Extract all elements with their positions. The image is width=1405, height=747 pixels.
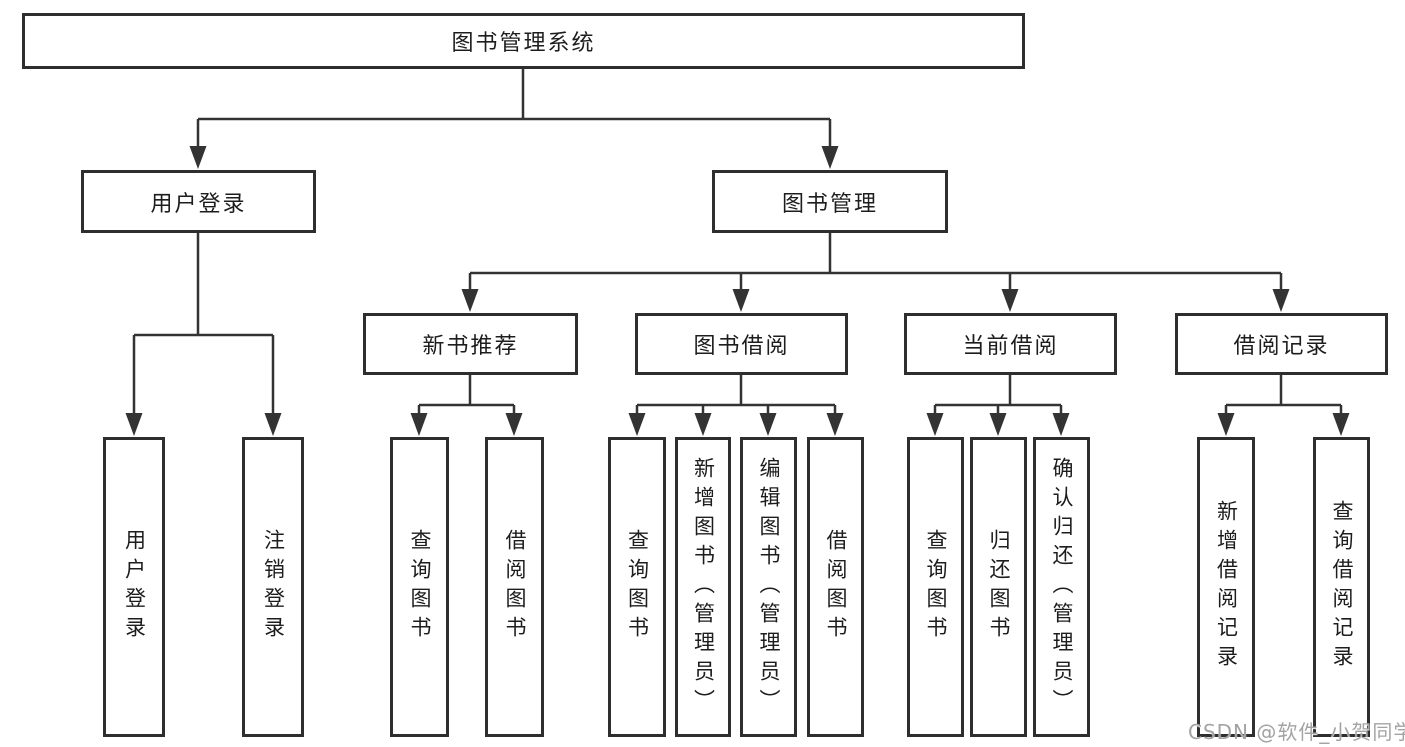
tree-edges (132, 68, 1343, 414)
node-borrow-record: 借阅记录 (1175, 313, 1388, 375)
node-library-management-system: 图书管理系统 (22, 13, 1025, 69)
node-new-book-recommend: 新书推荐 (363, 313, 578, 375)
leaf-add-borrow-record: 新增借阅记录 (1197, 437, 1255, 737)
leaf-edit-book-admin: 编辑图书（管理员） (740, 437, 797, 737)
node-book-management: 图书管理 (712, 170, 948, 233)
leaf-return-book: 归还图书 (970, 437, 1027, 737)
node-book-borrow: 图书借阅 (635, 313, 848, 375)
leaf-user-login: 用户登录 (103, 437, 165, 737)
leaf-confirm-return-admin: 确认归还（管理员） (1033, 437, 1090, 737)
leaf-query-books-current: 查询图书 (907, 437, 964, 737)
leaf-query-books-borrow: 查询图书 (608, 437, 666, 737)
leaf-borrow-books-recommend: 借阅图书 (485, 437, 544, 737)
csdn-watermark: CSDN @软件_小贺同学 (1188, 720, 1405, 744)
leaf-borrow-books: 借阅图书 (807, 437, 864, 737)
arrowheads (125, 146, 1350, 436)
leaf-add-book-admin: 新增图书（管理员） (675, 437, 731, 737)
leaf-query-borrow-record: 查询借阅记录 (1313, 437, 1370, 737)
leaf-query-books-recommend: 查询图书 (390, 437, 449, 737)
node-current-borrow: 当前借阅 (904, 313, 1117, 375)
leaf-logout: 注销登录 (242, 437, 304, 737)
node-user-login: 用户登录 (81, 170, 316, 233)
